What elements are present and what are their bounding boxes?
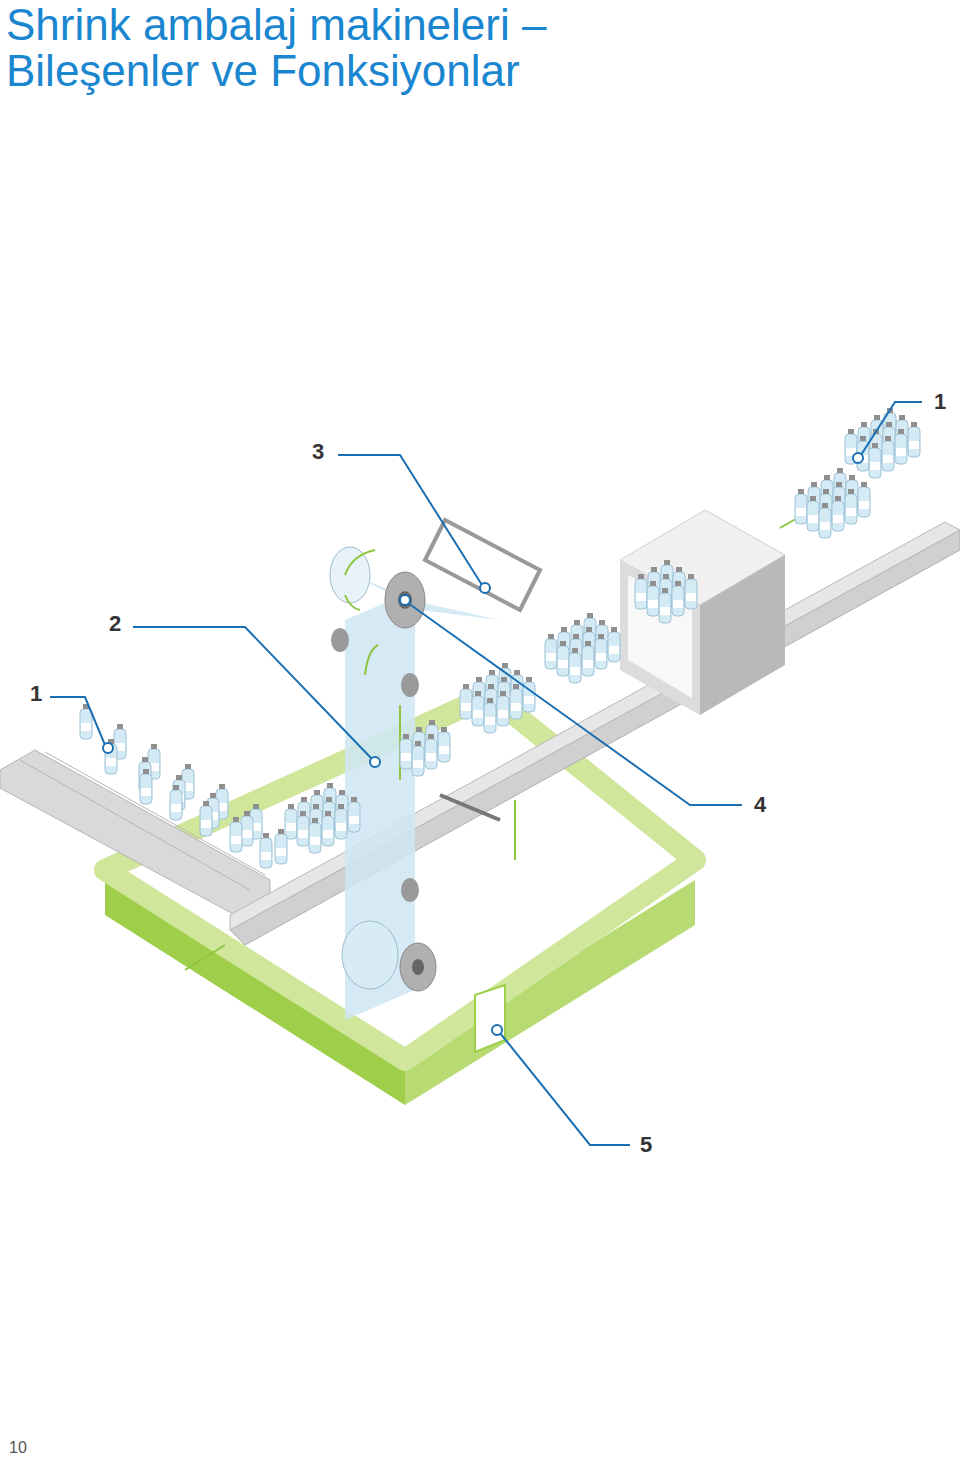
bottle	[582, 641, 594, 676]
bottle	[595, 634, 607, 669]
bottle	[285, 804, 297, 839]
bottle	[170, 785, 182, 820]
bottle	[348, 797, 360, 832]
bottle-groups	[80, 408, 920, 868]
page-number: 10	[9, 1439, 27, 1457]
bottle	[275, 829, 287, 864]
bottle	[795, 489, 807, 524]
bottle	[497, 691, 509, 726]
bottle	[685, 574, 697, 609]
film-system	[330, 520, 540, 1020]
bottle	[400, 734, 412, 769]
bottle	[635, 574, 647, 609]
bottle	[230, 817, 242, 852]
infeed-lanes	[0, 750, 270, 915]
shrink-tunnel	[620, 510, 785, 715]
bottle	[672, 581, 684, 616]
bottle	[260, 833, 272, 868]
bottle	[484, 698, 496, 733]
callout-number: 1	[28, 682, 44, 706]
callout-number: 2	[107, 612, 123, 636]
bottle	[895, 429, 907, 464]
bottle	[472, 691, 484, 726]
bottle	[557, 641, 569, 676]
callout-number: 3	[310, 440, 326, 464]
bottle	[845, 489, 857, 524]
bottle	[309, 818, 321, 853]
conveyor	[230, 522, 960, 945]
bottle	[510, 684, 522, 719]
bottle	[200, 801, 212, 836]
bottle	[908, 422, 920, 457]
bottle	[869, 443, 881, 478]
callout-number: 1	[932, 390, 948, 414]
bottle	[858, 482, 870, 517]
bottle	[523, 677, 535, 712]
bottle	[807, 496, 819, 531]
bottle	[241, 811, 253, 846]
bottle	[335, 804, 347, 839]
bottle	[659, 588, 671, 623]
bottle	[882, 436, 894, 471]
bottle	[647, 581, 659, 616]
bottle	[832, 496, 844, 531]
bottle	[140, 769, 152, 804]
bottle	[297, 811, 309, 846]
bottle	[545, 634, 557, 669]
bottle	[412, 741, 424, 776]
leader-dots	[103, 453, 863, 1035]
callout-number: 4	[752, 793, 768, 817]
callout-number: 5	[638, 1133, 654, 1157]
bottle	[819, 503, 831, 538]
bottle	[425, 734, 437, 769]
leader-lines	[50, 402, 922, 1145]
bottle	[322, 811, 334, 846]
page-title: Shrink ambalaj makineleri – Bileşenler v…	[6, 2, 686, 94]
bottle	[438, 727, 450, 762]
bottle	[460, 684, 472, 719]
bottle	[569, 648, 581, 683]
bottle	[608, 627, 620, 662]
